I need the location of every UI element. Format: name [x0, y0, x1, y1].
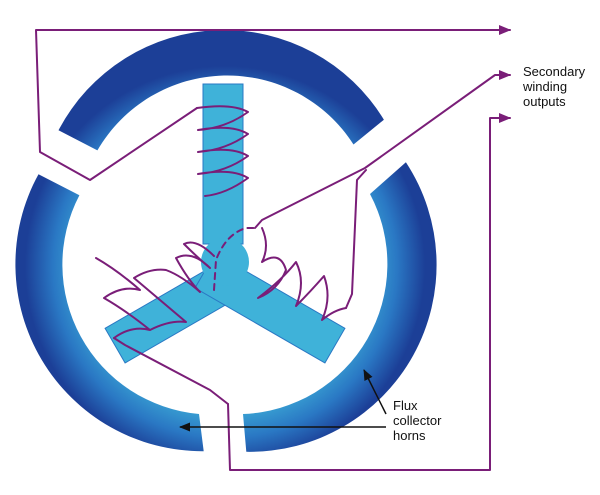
spokes [104, 83, 346, 364]
ring-segment-left [15, 174, 204, 452]
top-coil [196, 105, 249, 197]
left-coil-lead [113, 337, 229, 405]
ring-segment-top [58, 29, 384, 151]
right-coil-lead [345, 169, 367, 309]
left-coil [95, 241, 215, 339]
pointer-right-horn [363, 369, 387, 415]
spoke-hub [201, 238, 249, 286]
label-pointers [179, 369, 387, 432]
core [15, 29, 437, 452]
label-line: horns [393, 428, 426, 443]
ring-segment-right [243, 162, 437, 452]
hidden-winding-segment [213, 227, 256, 291]
secondary-winding-outputs-label: Secondary winding outputs [523, 64, 598, 109]
label-line: collector [393, 413, 442, 428]
label-line: Flux [393, 398, 418, 413]
output-lead-middle [254, 70, 511, 229]
output-lead-top [35, 25, 511, 181]
output-lead-bottom [227, 113, 511, 471]
label-line: Secondary [523, 64, 586, 79]
right-coil [257, 227, 347, 321]
flux-collector-horns-label: Flux collector horns [393, 398, 473, 443]
label-line: outputs [523, 94, 566, 109]
windings [35, 25, 511, 471]
label-line: winding [523, 79, 568, 94]
